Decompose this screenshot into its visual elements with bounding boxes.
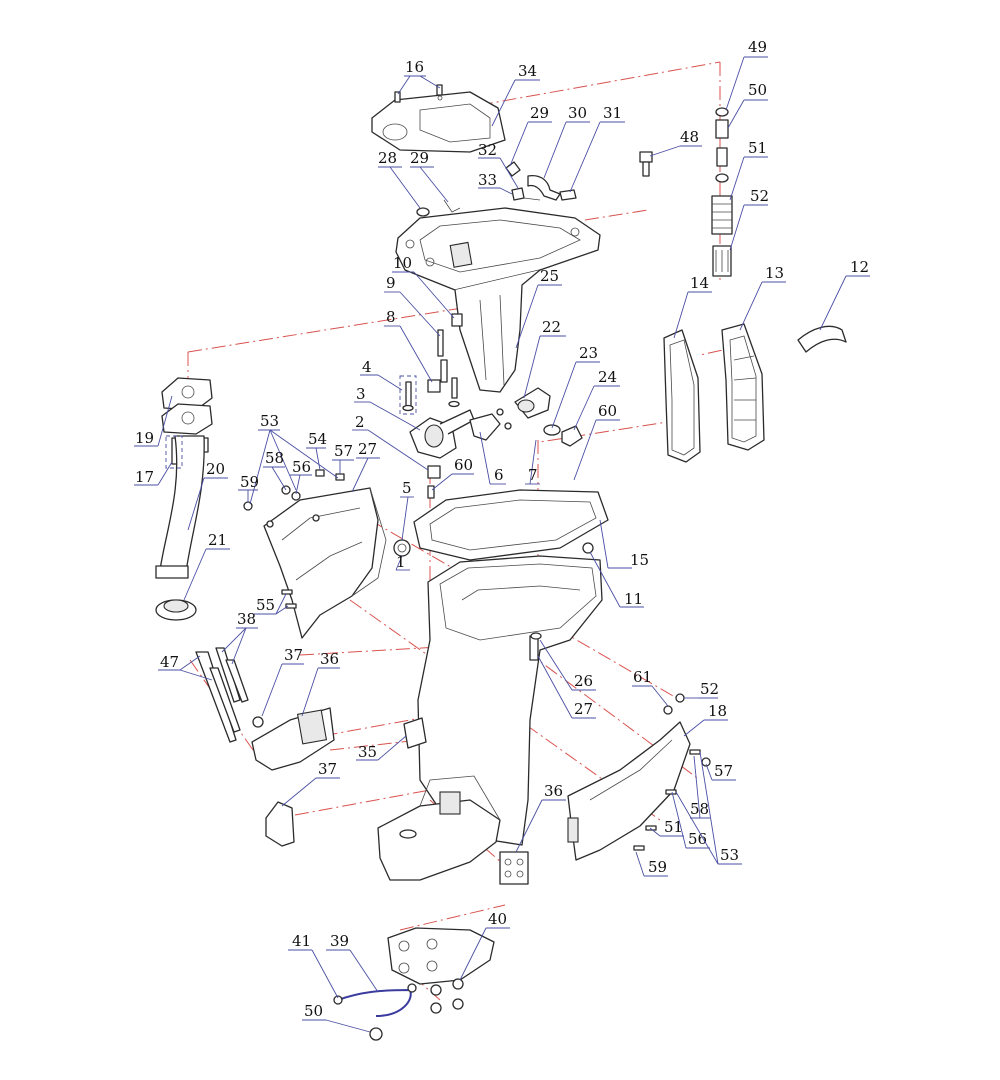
callout-38: 36 [320, 650, 339, 668]
callout-39: 37 [284, 646, 303, 664]
callout-58-a: 58 [265, 449, 284, 467]
callout-10: 10 [393, 254, 412, 272]
callout-30: 29 [530, 104, 549, 122]
callout-59-a: 59 [240, 473, 259, 491]
part-lower-casing [417, 555, 603, 846]
callout-13: 13 [765, 264, 784, 282]
callout-58-b: 58 [690, 800, 709, 818]
callout-48: 48 [680, 128, 699, 146]
callout-50-label: 50 [304, 1002, 323, 1020]
callout-45: 51 [748, 139, 767, 157]
callout-3: 3 [356, 385, 366, 403]
callout-59-b: 59 [648, 858, 667, 876]
callout-11: 11 [624, 590, 643, 608]
callout-47: 49 [748, 38, 767, 56]
part-gasket-14 [663, 329, 701, 463]
callouts: 16 34 29 30 31 32 33 28 29 29 48 49 [134, 38, 870, 1033]
callout-27-a: 27 [358, 440, 377, 458]
callout-54: 54 [308, 430, 327, 448]
callout-16: 16 [405, 58, 424, 76]
part-block-36-upper [403, 717, 427, 749]
callout-60-a: 60 [454, 456, 473, 474]
part-plate-13 [721, 323, 765, 451]
callout-9: 9 [386, 274, 396, 292]
part-anode-42 [387, 927, 495, 985]
callout-1: 1 [396, 553, 406, 571]
part-hose-12 [797, 325, 847, 353]
callout-21: 21 [208, 531, 227, 549]
part-22-23-24 [514, 387, 583, 447]
part-lower-unit [377, 775, 501, 881]
callout-34: 33 [478, 171, 497, 189]
callout-57-a: 57 [334, 442, 353, 460]
callout-61: 61 [633, 668, 652, 686]
callout-29-label: 29 [410, 149, 429, 167]
callout-57-b: 57 [714, 762, 733, 780]
callout-49: 47 [160, 653, 179, 671]
callout-8: 8 [386, 308, 396, 326]
callout-36-a: 35 [358, 743, 377, 761]
callout-43: 41 [292, 932, 311, 950]
callout-25: 25 [540, 267, 559, 285]
callout-12: 12 [850, 258, 869, 276]
part-left-shroud-27 [263, 487, 387, 639]
part-block-36-lower [499, 851, 529, 885]
callout-26: 26 [574, 672, 593, 690]
callout-22: 22 [542, 318, 561, 336]
callout-24: 24 [598, 368, 617, 386]
callout-19: 19 [135, 429, 154, 447]
part-bolts-40-49 [195, 647, 249, 743]
callout-53-a: 53 [260, 412, 279, 430]
callout-2: 2 [355, 413, 365, 431]
callout-51-label: 51 [664, 818, 683, 836]
part-upper-casing [395, 207, 601, 393]
callout-60-b: 60 [598, 402, 617, 420]
callout-17: 17 [135, 468, 154, 486]
callout-37-label: 37 [318, 760, 337, 778]
callout-32: 31 [603, 104, 622, 122]
part-dowels-16 [394, 84, 443, 103]
callout-46: 50 [748, 81, 767, 99]
callout-4: 4 [362, 358, 372, 376]
part-hoses-30-34 [505, 161, 577, 201]
part-bolt-48 [639, 151, 653, 177]
callout-56-b: 56 [688, 830, 707, 848]
callout-20: 20 [206, 460, 225, 478]
part-filter-44-47 [711, 107, 733, 277]
callout-40: 38 [237, 610, 256, 628]
part-exhaust-19-20-21 [155, 377, 213, 621]
part-bracket-6 [469, 408, 512, 441]
callout-36-b: 36 [544, 782, 563, 800]
callout-28: 28 [378, 149, 397, 167]
part-mount-3 [409, 409, 475, 499]
callout-23: 23 [579, 344, 598, 362]
callout-18: 18 [708, 702, 727, 720]
callout-15: 15 [630, 551, 649, 569]
callout-27-b: 27 [574, 700, 593, 718]
callout-56-a: 56 [292, 458, 311, 476]
callout-52-label: 52 [700, 680, 719, 698]
part-bolts-4-8-9-10 [399, 313, 463, 415]
part-wire-41-43-50 [333, 978, 464, 1041]
callout-44: 52 [750, 187, 769, 205]
callout-5: 5 [402, 479, 412, 497]
part-gasket-15 [413, 489, 609, 561]
callout-42: 40 [488, 910, 507, 928]
part-gasket-35 [371, 91, 506, 153]
callout-53-b: 53 [720, 846, 739, 864]
callout-31: 30 [568, 104, 587, 122]
callout-35: 34 [518, 62, 537, 80]
part-screws-51-59-right [633, 749, 711, 851]
callout-7: 7 [528, 466, 538, 484]
part-37 [265, 801, 295, 847]
part-28-29 [416, 199, 461, 217]
callout-6: 6 [494, 466, 504, 484]
callout-55: 55 [256, 596, 275, 614]
callout-33: 32 [478, 141, 497, 159]
callout-41: 39 [330, 932, 349, 950]
part-bracket-38 [251, 707, 335, 771]
callout-14: 14 [690, 274, 709, 292]
